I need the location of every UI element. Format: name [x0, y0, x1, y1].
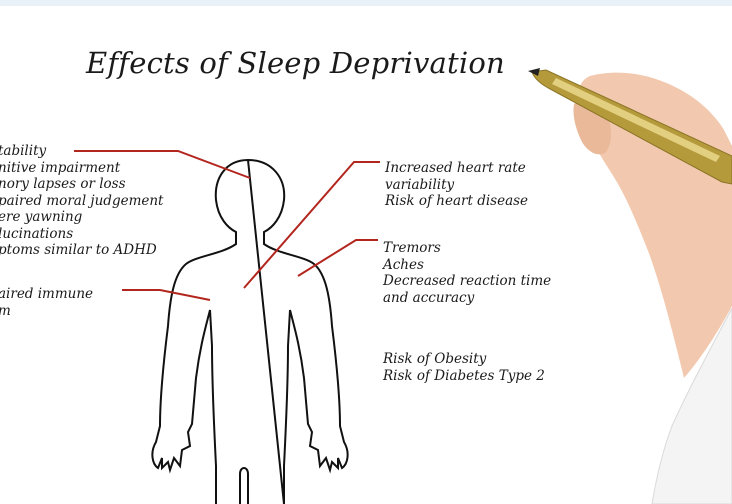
effect-item: nitive impairment	[0, 160, 164, 177]
effect-item: Decreased reaction time	[383, 273, 551, 290]
effect-item: nory lapses or loss	[0, 176, 164, 193]
effect-item: paired moral judgement	[0, 193, 164, 210]
effect-item: ere yawning	[0, 209, 164, 226]
effect-item: tability	[0, 143, 164, 160]
effect-item: and accuracy	[383, 290, 551, 307]
left-effects-list: tability nitive impairment nory lapses o…	[0, 143, 164, 259]
immune-effects-list: aired immune m	[0, 286, 93, 319]
effect-item: variability	[385, 177, 528, 194]
page-title: Effects of Sleep Deprivation	[86, 46, 505, 80]
effect-item: m	[0, 303, 93, 320]
metabolic-effects-list: Risk of Obesity Risk of Diabetes Type 2	[383, 351, 545, 384]
heart-effects-list: Increased heart rate variability Risk of…	[385, 160, 528, 210]
effect-item: Aches	[383, 257, 551, 274]
human-body-outline	[152, 160, 347, 504]
effect-item: Risk of Obesity	[383, 351, 545, 368]
effect-item: Increased heart rate	[385, 160, 528, 177]
effect-item: aired immune	[0, 286, 93, 303]
effect-item: lucinations	[0, 226, 164, 243]
effect-item: Risk of Diabetes Type 2	[383, 368, 545, 385]
effect-item: Risk of heart disease	[385, 193, 528, 210]
whiteboard: Effects of Sleep Deprivation tability ni…	[0, 6, 732, 504]
muscle-effects-list: Tremors Aches Decreased reaction time an…	[383, 240, 551, 306]
effect-item: ptoms similar to ADHD	[0, 242, 164, 259]
effect-item: Tremors	[383, 240, 551, 257]
